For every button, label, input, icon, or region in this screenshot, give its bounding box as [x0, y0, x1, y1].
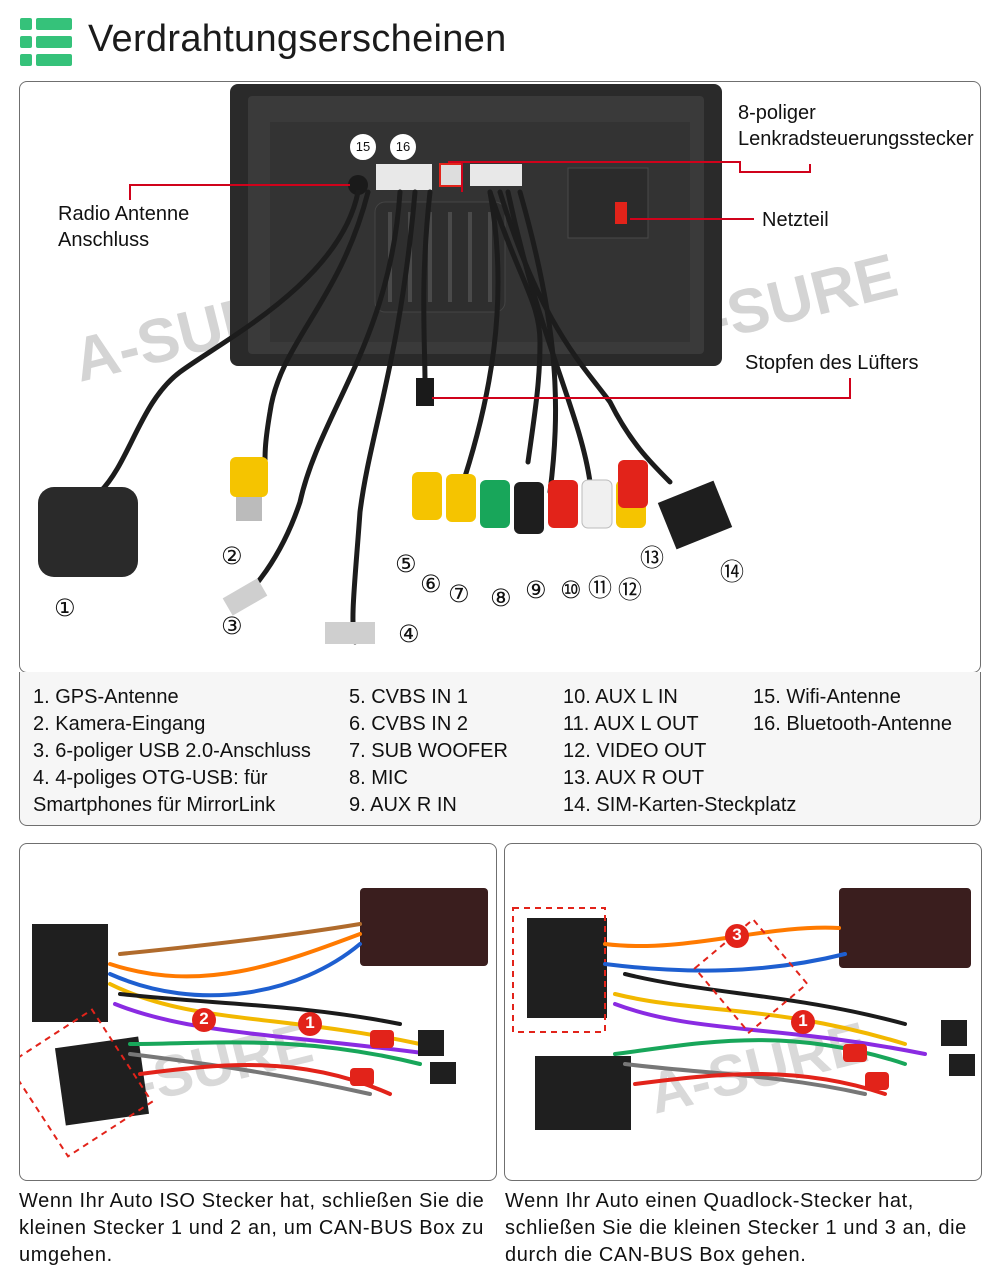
connector-marker-2: 2 [199, 1009, 209, 1028]
legend-column-2: 5. CVBS IN 1 6. CVBS IN 2 7. SUB WOOFER … [349, 684, 508, 819]
power-callout: Netzteil [762, 209, 829, 231]
legend-item: 5. CVBS IN 1 [349, 686, 468, 708]
legend-item: 15. Wifi-Antenne [753, 686, 901, 708]
sim-slot [657, 480, 733, 550]
marker-1-circle [791, 1010, 815, 1034]
marker-5: ⑤ [395, 550, 417, 578]
marker-3: ③ [221, 612, 243, 640]
legend-item: 6. CVBS IN 2 [349, 713, 468, 735]
usb-otg [325, 622, 375, 644]
fan-line [432, 378, 851, 399]
marker-1-circle [298, 1012, 322, 1036]
iso-caption: Wenn Ihr Auto ISO Stecker hat, schließen… [19, 1190, 485, 1266]
marker-14: ⑭ [720, 558, 744, 586]
fan-callout: Stopfen des Lüfters [745, 352, 919, 374]
connector-marker-1: 1 [305, 1013, 315, 1032]
connector-marker-1: 1 [798, 1011, 808, 1030]
marker-16: 16 [390, 134, 416, 160]
legend-item: 11. AUX L OUT [563, 713, 699, 735]
rca-connectors [412, 460, 648, 534]
steering-callout: 8-poliger Lenkradsteuerungsstecker [738, 102, 974, 150]
list-icon [20, 18, 72, 66]
steering-line [448, 161, 811, 173]
legend-column-3: 10. AUX L IN 11. AUX L OUT 12. VIDEO OUT… [563, 684, 796, 819]
marker-1: ① [54, 594, 76, 622]
quadlock-connector [32, 924, 108, 1022]
wiring-illustration: A-SURE A-SURE [38, 84, 904, 645]
quadlock-caption: Wenn Ihr Auto einen Quadlock-Stecker hat… [505, 1190, 967, 1266]
marker-11: ⑪ [588, 574, 612, 602]
page-title: Verdrahtungserscheinen [88, 18, 507, 60]
legend-item: 7. SUB WOOFER [349, 740, 508, 762]
marker-15: 15 [350, 134, 376, 160]
legend-column-4: 15. Wifi-Antenne 16. Bluetooth-Antenne [753, 684, 952, 738]
connector-15 [376, 164, 432, 190]
antenna-line [129, 184, 350, 200]
legend-item: 3. 6-poliger USB 2.0-Anschluss [33, 740, 311, 762]
legend-item: Smartphones für MirrorLink [33, 794, 276, 816]
marker-12: ⑫ [618, 576, 642, 604]
iso-harness-illustration: A-SURE [20, 888, 488, 1158]
quadlock-harness-illustration: A-SURE [512, 888, 975, 1130]
canbus-box [360, 888, 488, 966]
legend-item: 9. AUX R IN [349, 794, 457, 816]
marker-2-circle [192, 1008, 216, 1032]
marker-8: ⑧ [490, 584, 512, 612]
iso-connector [54, 1036, 150, 1126]
fan-plug [416, 378, 434, 406]
quadlock-harness-panel: A-SURE 3 1 [504, 843, 982, 1181]
marker-13: ⑬ [640, 544, 664, 572]
gps-antenna [38, 487, 138, 577]
iso-harness-panel: A-SURE 2 1 [19, 843, 497, 1181]
legend-item: 10. AUX L IN [563, 686, 678, 708]
wiring-diagram-panel: A-SURE A-SURE [19, 81, 981, 673]
legend-item: 1. GPS-Antenne [33, 686, 179, 708]
legend-item: 8. MIC [349, 767, 408, 789]
iso-connector [535, 1056, 631, 1130]
canbus-box [839, 888, 971, 968]
marker-2: ② [221, 542, 243, 570]
marker-4: ④ [398, 620, 420, 648]
connector-marker-3: 3 [732, 925, 742, 944]
legend-item: 2. Kamera-Eingang [33, 713, 206, 735]
legend-item: 16. Bluetooth-Antenne [753, 713, 953, 735]
marker-6: ⑥ [420, 570, 442, 598]
antenna-callout: Radio Antenne Anschluss [58, 203, 190, 251]
camera-rca [230, 457, 268, 497]
marker-10: ⑩ [560, 576, 582, 604]
quadlock-connector [527, 918, 607, 1018]
usb-6pin [222, 578, 268, 616]
marker-7: ⑦ [448, 580, 470, 608]
legend-item: 13. AUX R OUT [563, 767, 705, 789]
legend-column-1: 1. GPS-Antenne 2. Kamera-Eingang 3. 6-po… [33, 684, 311, 819]
legend-item: 4. 4-poliges OTG-USB: für [33, 767, 268, 789]
legend-item: 14. SIM-Karten-Steckplatz [563, 794, 797, 816]
legend-panel: 1. GPS-Antenne 2. Kamera-Eingang 3. 6-po… [19, 672, 981, 826]
legend-item: 12. VIDEO OUT [563, 740, 707, 762]
marker-3-circle [725, 924, 749, 948]
marker-9: ⑨ [525, 576, 547, 604]
